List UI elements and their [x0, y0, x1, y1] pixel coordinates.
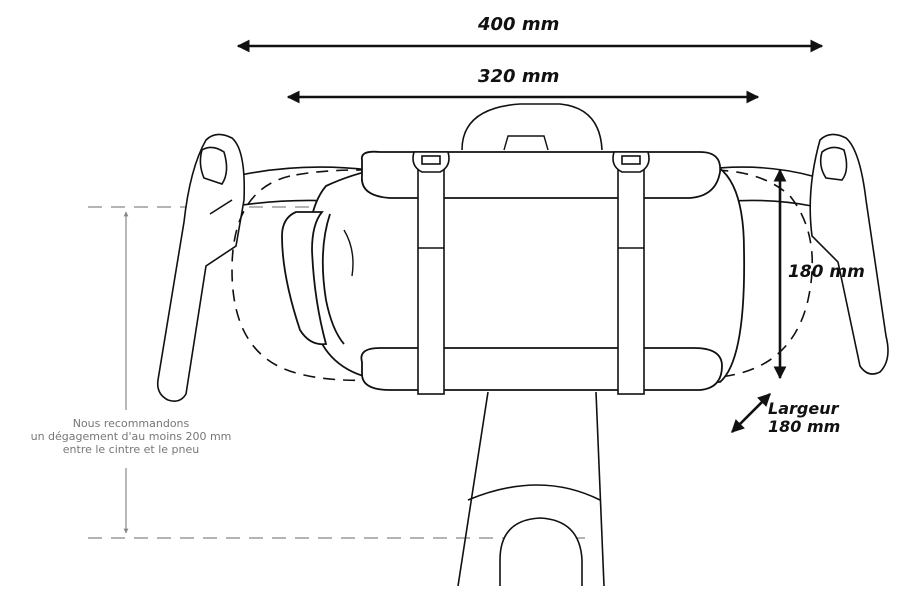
- depth-180-arrow: [731, 393, 771, 433]
- bag-height-label: 180 mm: [788, 262, 865, 282]
- clearance-note-line-3: entre le cintre et le pneu: [62, 443, 200, 456]
- bag-width-value: 180 mm: [768, 417, 841, 436]
- clearance-note-line-2: un dégagement d'au moins 200 mm: [30, 430, 232, 443]
- bag-length-label: 320 mm: [478, 66, 560, 87]
- bag-width-title: Largeur: [768, 399, 839, 418]
- max-volume-outline: [231, 169, 814, 382]
- left-brake-lever: [156, 133, 246, 402]
- bag-width-label: Largeur 180 mm: [768, 400, 840, 436]
- right-strap: [612, 151, 650, 395]
- left-strap: [412, 151, 450, 395]
- handlebar-bag: [281, 150, 746, 391]
- stem: [461, 103, 603, 151]
- overall-width-label: 400 mm: [478, 14, 560, 35]
- clearance-note: Nous recommandons un dégagement d'au moi…: [0, 417, 262, 456]
- bike-fork: [457, 391, 605, 587]
- right-brake-lever: [809, 133, 889, 375]
- clearance-note-line-1: Nous recommandons: [72, 417, 190, 430]
